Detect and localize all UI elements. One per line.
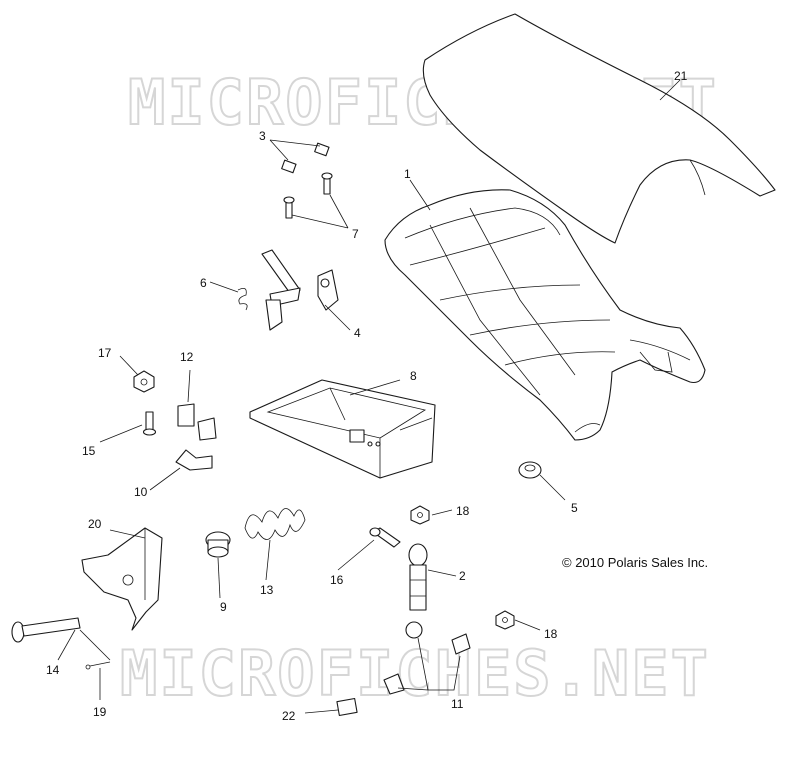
callout-20: 20	[88, 517, 102, 531]
callout-19: 19	[93, 705, 107, 719]
callout-18-lower: 18	[544, 627, 558, 641]
part-14-pin	[11, 617, 81, 643]
callout-14: 14	[46, 663, 60, 677]
part-7-rivets	[283, 172, 333, 219]
watermark-bottom: MICROFICHES.NET	[120, 637, 710, 710]
callout-15: 15	[82, 444, 96, 458]
callout-18-top: 18	[456, 504, 470, 518]
callout-12: 12	[180, 350, 194, 364]
part-21-seat-cover	[422, 13, 776, 244]
callout-8: 8	[410, 369, 417, 383]
part-22-bolt	[336, 697, 358, 717]
part-11-bushings	[383, 633, 471, 695]
part-8-storage-tray	[249, 379, 436, 479]
callout-9: 9	[220, 600, 227, 614]
callout-3: 3	[259, 129, 266, 143]
part-20-mount-bracket	[81, 527, 163, 631]
copyright-notice: © 2010 Polaris Sales Inc.	[562, 555, 708, 570]
callout-21: 21	[674, 69, 688, 83]
callout-2: 2	[459, 569, 466, 583]
callout-17: 17	[98, 346, 112, 360]
part-17-nut	[133, 370, 155, 393]
callout-22: 22	[282, 709, 296, 723]
callout-5: 5	[571, 501, 578, 515]
part-1-seat-base	[384, 189, 706, 441]
callout-7: 7	[352, 227, 359, 241]
part-10-bracket	[175, 449, 213, 471]
part-15-bolt	[142, 411, 157, 436]
callout-16: 16	[330, 573, 344, 587]
part-13-spring	[244, 508, 306, 540]
part-16-bolt	[369, 527, 401, 548]
part-2-shock	[405, 543, 428, 639]
callout-11: 11	[451, 697, 464, 711]
callout-10: 10	[134, 485, 148, 499]
part-19-cotter-pin	[85, 661, 111, 670]
part-4-latch-assembly	[261, 249, 339, 331]
leader-lines	[57, 79, 681, 714]
callout-labels: 21 1 3 7 6 4 8 17 12 15 10 20 9 13 5 18 …	[46, 69, 688, 723]
part-18-nut-top	[410, 505, 430, 525]
callout-4: 4	[354, 326, 361, 340]
part-6-spring	[237, 287, 248, 311]
callout-1: 1	[404, 167, 411, 181]
part-12-clamps	[177, 403, 217, 441]
part-18-nut-lower	[495, 610, 515, 630]
callout-13: 13	[260, 583, 274, 597]
callout-6: 6	[200, 276, 207, 290]
part-5-grommet	[518, 461, 542, 479]
part-3-clips	[281, 142, 330, 174]
part-9-bushing	[205, 531, 231, 558]
